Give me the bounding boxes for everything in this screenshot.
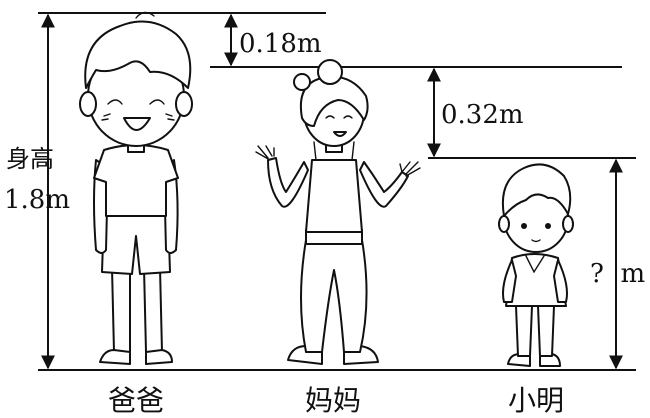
dad-figure bbox=[79, 11, 193, 365]
xiaoming-unknown-label: ? m bbox=[590, 259, 645, 289]
xiaoming-name: 小明 bbox=[508, 384, 564, 417]
diff-label-018: 0.18m bbox=[239, 29, 322, 59]
xiaoming-figure bbox=[498, 163, 574, 367]
dad-height-label-line1: 身高 bbox=[6, 145, 54, 173]
diff-label-032: 0.32m bbox=[441, 100, 524, 130]
mom-figure bbox=[255, 59, 421, 365]
dad-name: 爸爸 bbox=[108, 384, 164, 417]
dad-height-label-line2: 1.8m bbox=[4, 185, 70, 215]
mom-name: 妈妈 bbox=[305, 384, 361, 417]
